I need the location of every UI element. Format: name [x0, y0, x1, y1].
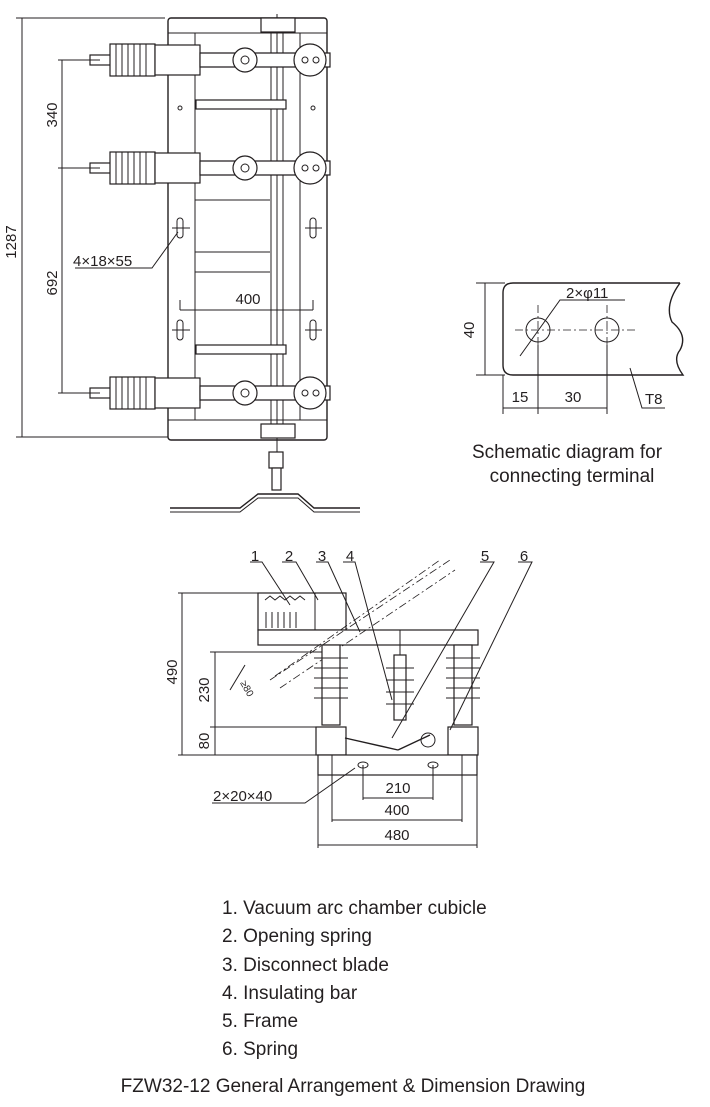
post-insulator [314, 644, 348, 726]
terminal-caption-line2: connecting terminal [490, 466, 655, 487]
dim-230: 230 [196, 677, 213, 702]
base-hole-callout: 2×20×40 [213, 788, 272, 805]
dim-clearance: ≥80 [237, 679, 255, 699]
dim-210: 210 [385, 780, 410, 797]
insulating-bar [386, 630, 414, 721]
hole-callout: 2×φ11 [566, 285, 608, 302]
legend-item: 6. Spring [222, 1039, 298, 1060]
pole-row [89, 43, 331, 410]
terminal-schematic: 40 2×φ11 15 30 T8 Schematic diagram for … [461, 282, 685, 487]
legend-item: 2. Opening spring [222, 926, 372, 947]
legend-item: 3. Disconnect blade [222, 955, 389, 976]
insulating-rod [195, 99, 287, 110]
terminal-caption-line1: Schematic diagram for [472, 442, 663, 463]
dim-490: 490 [164, 659, 181, 684]
dim-340: 340 [44, 102, 61, 127]
part-number-3: 3 [318, 548, 326, 565]
legend-item: 1. Vacuum arc chamber cubicle [222, 898, 487, 919]
dim-480: 480 [384, 827, 409, 844]
dim-692: 692 [44, 270, 61, 295]
top-bar [257, 629, 479, 646]
dim-40: 40 [461, 322, 478, 339]
post-insulator [446, 644, 480, 726]
part-number-5: 5 [481, 548, 489, 565]
mounting-slots [172, 105, 322, 341]
dim-30: 30 [565, 389, 582, 406]
part-number-2: 2 [285, 548, 293, 565]
dim-400-top: 400 [235, 291, 260, 308]
contact-clamp [154, 44, 201, 76]
part-number-4: 4 [346, 548, 354, 565]
frame-outline [167, 17, 328, 441]
dim-80: 80 [196, 733, 213, 750]
legend-item: 5. Frame [222, 1011, 298, 1032]
operating-handle [170, 493, 360, 509]
bottom-bearing [260, 423, 296, 439]
drawing-title: FZW32-12 General Arrangement & Dimension… [121, 1076, 586, 1097]
insulating-rod [195, 344, 287, 355]
parts-legend: 1. Vacuum arc chamber cubicle 2. Opening… [222, 898, 487, 1060]
base-plate [317, 754, 478, 776]
insulator-bellows [109, 43, 156, 77]
slot-callout: 4×18×55 [73, 253, 132, 270]
thickness-label: T8 [645, 391, 663, 408]
vacuum-arc-chamber [257, 592, 347, 631]
dim-15: 15 [512, 389, 529, 406]
legend-item: 4. Insulating bar [222, 983, 358, 1004]
part-number-6: 6 [520, 548, 528, 565]
dim-400-side: 400 [384, 802, 409, 819]
dim-1287: 1287 [3, 225, 20, 258]
top-bearing [260, 17, 296, 33]
spring [344, 734, 431, 751]
top-view: 1287 340 692 400 4×18×55 [3, 14, 360, 513]
part-number-1: 1 [251, 548, 259, 565]
side-view: 1 2 3 4 5 6 490 230 80 ≥80 210 400 480 2… [164, 548, 533, 848]
